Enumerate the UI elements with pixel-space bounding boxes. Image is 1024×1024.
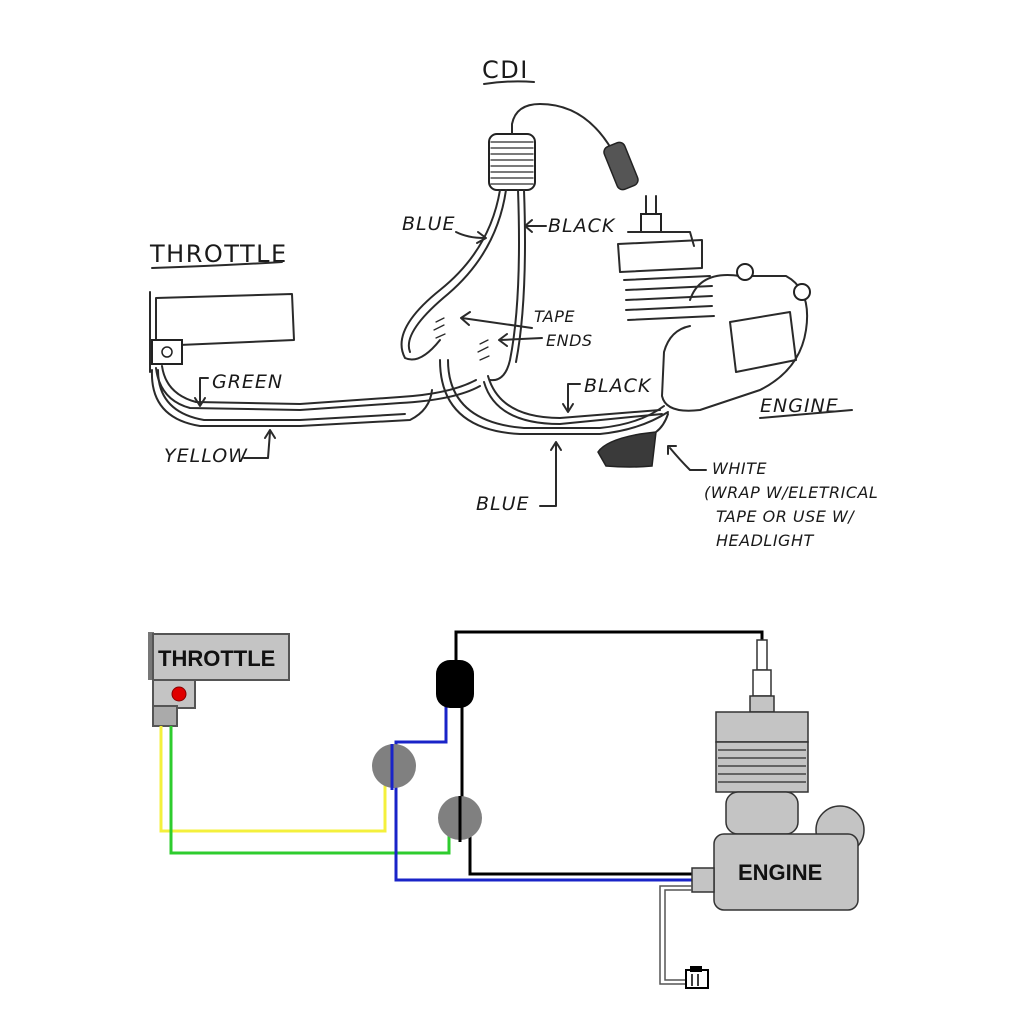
sketch-tape-arrow-1 [460,311,533,329]
schematic-engine-label: ENGINE [738,860,822,885]
schematic-green-wire [169,726,451,855]
sketch-cdi-unit [488,103,639,191]
sketch-white-note-line2: (WRAP W/ELETRICAL [704,483,878,502]
sketch-engine-label: ENGINE [760,395,839,417]
sketch-blue-top-label: BLUE [402,213,456,235]
sketch-yellow-label: YELLOW [164,445,248,467]
sketch-green-label: GREEN [212,371,283,393]
schematic-engine: ENGINE [691,639,865,911]
sketch-diagram: CDI THROTTLE [149,56,878,550]
schematic-black-wire [460,704,700,876]
sketch-white-bundle [597,413,669,468]
sketch-throttle-grip [149,291,295,373]
sketch-blue-bottom-label: BLUE [476,493,530,515]
sketch-tape-ends-line1: TAPE [534,307,575,326]
schematic-cdi-unit [436,660,474,708]
sketch-white-note-line3: TAPE OR USE W/ [716,507,855,526]
sketch-blue-bottom-arrow [539,441,562,507]
sketch-tape-arrow-2 [498,333,543,347]
schematic-white-wire [659,885,692,985]
schematic-throttle-button [171,686,187,702]
schematic-throttle: THROTTLE [148,632,290,727]
sketch-cdi-label: CDI [482,56,529,84]
sketch-black-top-arrow [524,219,547,233]
sketch-throttle-underline [151,261,283,269]
sketch-black-mid-arrow [562,383,581,413]
sketch-black-mid-label: BLACK [584,375,652,397]
schematic-ht-lead [454,630,764,672]
schematic-throttle-label: THROTTLE [158,646,275,671]
sketch-white-arrow [667,445,707,471]
schematic-connector-black-green [438,796,482,842]
sketch-green-arrow [194,377,209,407]
sketch-engine-underline [759,409,853,419]
sketch-wires [150,189,669,435]
sketch-white-note-line1: WHITE [712,459,767,478]
schematic-blue-wire [394,704,700,882]
sketch-white-note-line4: HEADLIGHT [716,531,814,550]
sketch-tape-ends-line2: ENDS [546,331,593,350]
sketch-blue-top-arrow [455,231,487,244]
sketch-cdi-underline [483,80,535,85]
sketch-black-top-label: BLACK [548,215,616,237]
schematic-yellow-wire [159,726,387,833]
sketch-engine [617,195,811,412]
sketch-yellow-arrow [243,429,276,459]
schematic-connector-blue-yellow [372,744,416,790]
schematic-white-connector [685,966,709,989]
schematic-diagram: THROTTLE [148,630,865,989]
